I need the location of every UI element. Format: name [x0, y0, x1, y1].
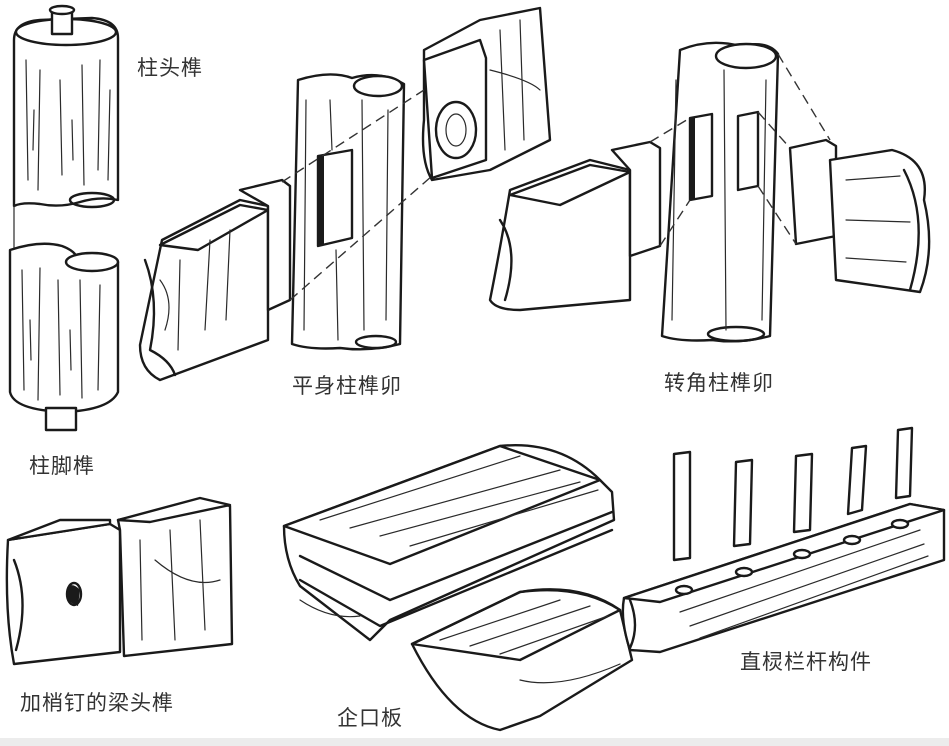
label-pinned-beam-head-tenon: 加梢钉的梁头榫: [20, 691, 174, 715]
column-head-tenon-drawing: [12, 4, 120, 209]
tongue-groove-board-drawing: [282, 444, 634, 732]
label-column-head-tenon: 柱头榫: [137, 56, 203, 80]
label-tongue-groove-board: 企口板: [337, 706, 403, 730]
label-column-foot-tenon: 柱脚榫: [29, 454, 95, 478]
label-straight-baluster-member: 直棂栏杆构件: [740, 650, 872, 674]
label-flat-column-mortise-tenon: 平身柱榫卯: [292, 374, 402, 398]
straight-baluster-member-drawing: [621, 426, 946, 654]
flat-column-mortise-tenon-drawing: [138, 6, 552, 382]
column-foot-tenon-drawing: [8, 242, 120, 432]
bottom-margin-strip: [0, 738, 949, 746]
label-corner-column-mortise-tenon: 转角柱榫卯: [664, 371, 774, 395]
corner-column-mortise-tenon-drawing: [488, 41, 931, 343]
pinned-beam-head-tenon-drawing: [5, 496, 234, 666]
